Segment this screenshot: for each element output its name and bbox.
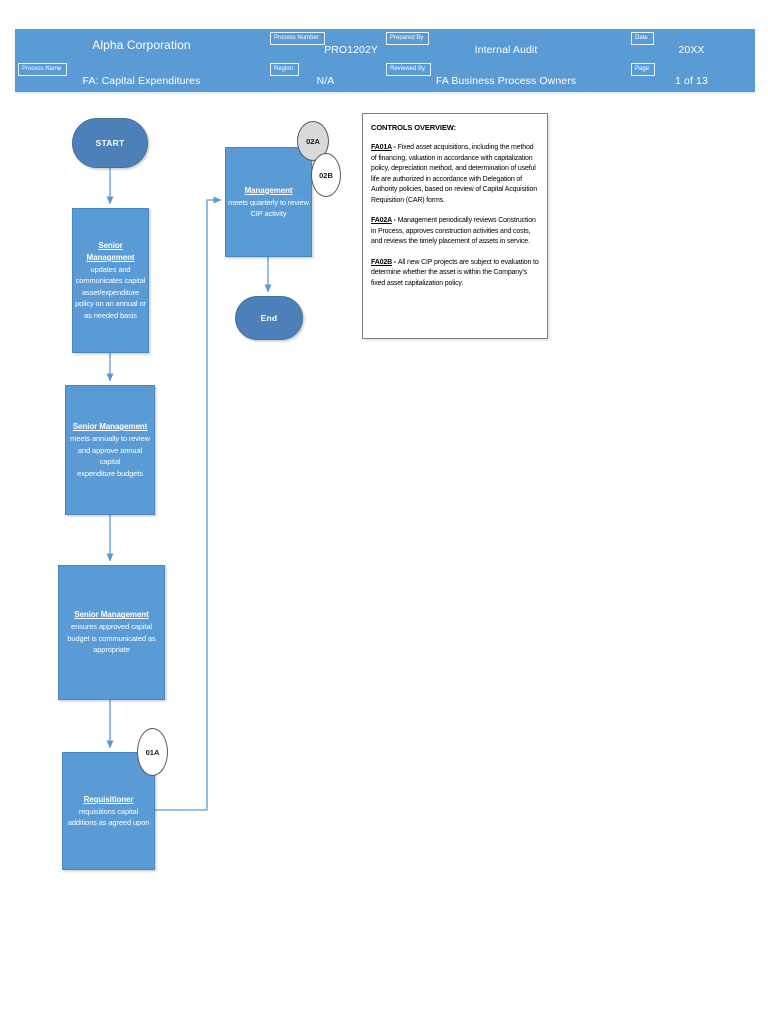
- badge-label: 02B: [319, 170, 333, 180]
- process-box-title: Senior Management: [72, 422, 148, 431]
- control-item-fa02b: FA02B - All new CIP projects are subject…: [371, 258, 539, 287]
- region-label: Region: [270, 63, 300, 76]
- process-number-label: Process Number: [270, 32, 325, 45]
- process-box-policy-update: Senior Management updates and communicat…: [72, 208, 149, 353]
- process-name-label: Process Name: [18, 63, 68, 76]
- page-label: Page: [631, 63, 656, 76]
- process-box-annual-budget-review: Senior Management meets annually to revi…: [65, 385, 155, 515]
- control-text: Management periodically reviews Construc…: [371, 217, 536, 245]
- prepared-by-value: Internal Audit: [474, 44, 538, 56]
- control-code: FA01A: [371, 144, 392, 151]
- process-name-value: FA: Capital Expenditures: [82, 75, 201, 87]
- end-terminator: End: [235, 296, 303, 340]
- region-value: N/A: [316, 75, 335, 87]
- start-label: START: [95, 138, 125, 148]
- date-label: Date: [631, 32, 654, 45]
- header-cell-region: Region N/A: [267, 60, 384, 92]
- header-cell-process-name: Process Name FA: Capital Expenditures: [15, 60, 268, 92]
- process-box-requisition: Requisitioner requisitions capital addit…: [62, 752, 155, 870]
- process-box-budget-communication: Senior Management ensures approved capit…: [58, 565, 165, 700]
- header-cell-company: Alpha Corporation: [15, 29, 268, 61]
- control-code: FA02B: [371, 258, 393, 266]
- header-cell-prepared-by: Prepared By Internal Audit: [383, 29, 629, 61]
- date-value: 20XX: [678, 44, 705, 56]
- process-box-body: requisitions capital additions as agreed…: [67, 806, 150, 828]
- header-cell-reviewed-by: Reviewed By FA Business Process Owners: [383, 60, 629, 92]
- controls-overview-title: CONTROLS OVERVIEW:: [371, 123, 457, 132]
- reviewed-by-label: Reviewed By: [386, 63, 432, 76]
- header-cell-process-number: Process Number PRO1202Y: [267, 29, 384, 61]
- badge-label: 01A: [145, 747, 160, 757]
- arrow-box4-to-management: [155, 196, 222, 811]
- process-box-body: ensures approved capital budget is commu…: [67, 622, 156, 655]
- control-text: Fixed asset acquisitions, including the …: [371, 144, 538, 204]
- control-text: All new CIP projects are subject to eval…: [371, 258, 539, 287]
- reviewed-by-value: FA Business Process Owners: [435, 75, 577, 87]
- process-box-title: Management: [244, 185, 293, 195]
- process-box-body: meets quarterly to review CIP activity: [228, 197, 309, 219]
- process-box-cip-review: Management meets quarterly to review CIP…: [225, 147, 312, 257]
- header-cell-date: Date 20XX: [628, 29, 755, 61]
- controls-overview-box: CONTROLS OVERVIEW: FA01A - Fixed asset a…: [362, 113, 548, 339]
- process-box-title: Senior Management: [86, 240, 135, 262]
- control-item-fa02a: FA02A - Management periodically reviews …: [371, 217, 536, 245]
- process-number-value: PRO1202Y: [324, 44, 378, 56]
- process-box-body: meets annually to review and approve ann…: [70, 434, 150, 478]
- header-cell-page: Page 1 of 13: [628, 60, 755, 92]
- prepared-by-label: Prepared By: [386, 32, 430, 45]
- control-ref-badge-02b: 02B: [311, 153, 341, 197]
- process-box-title: Senior Management: [74, 610, 149, 620]
- end-label: End: [260, 313, 278, 323]
- start-terminator: START: [72, 118, 148, 168]
- badge-label: 02A: [306, 136, 320, 146]
- page-value: 1 of 13: [675, 75, 708, 87]
- control-code: FA02A: [371, 217, 392, 224]
- control-item-fa01a: FA01A - Fixed asset acquisitions, includ…: [371, 144, 538, 204]
- company-name: Alpha Corporation: [92, 38, 191, 52]
- header-table: Alpha Corporation Process Number PRO1202…: [15, 29, 755, 92]
- control-ref-badge-01a: 01A: [137, 728, 168, 776]
- process-box-title: Requisitioner: [83, 794, 134, 804]
- process-box-body: updates and communicates capital asset/e…: [75, 264, 146, 320]
